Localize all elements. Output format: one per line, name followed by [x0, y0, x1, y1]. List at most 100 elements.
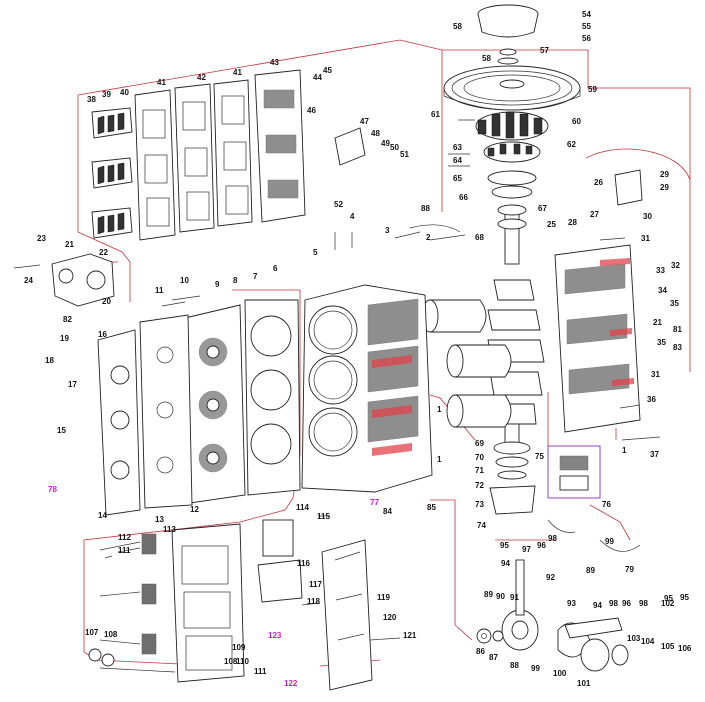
part-callout: 9: [215, 280, 220, 289]
part-callout: 103: [627, 634, 641, 643]
power-pack: [257, 519, 303, 603]
part-callout: 105: [661, 642, 675, 651]
part-callout: 72: [475, 481, 484, 490]
washers: [88, 628, 504, 667]
part-callout: 95: [500, 541, 509, 550]
thermostat-housing: [51, 253, 115, 307]
throttle-lever: [564, 617, 629, 666]
part-callout: 43: [270, 58, 279, 67]
part-callout: 60: [572, 117, 581, 126]
part-callout: 39: [102, 90, 111, 99]
crankcase: [554, 244, 641, 433]
part-callout: 41: [233, 68, 242, 77]
part-callout: 59: [588, 85, 597, 94]
part-callout: 106: [678, 644, 692, 653]
electrical-cover: [321, 539, 373, 691]
part-callout: 66: [459, 193, 468, 202]
part-callout: 5: [313, 248, 318, 257]
part-callout: 79: [625, 565, 634, 574]
bypass-cover: [614, 169, 643, 206]
bolts: [13, 119, 661, 641]
part-callout: 118: [307, 597, 320, 606]
reed-valve-assemblies: [91, 107, 133, 239]
part-callout: 82: [63, 315, 72, 324]
part-callout: 37: [650, 450, 659, 459]
part-callout: 38: [87, 95, 96, 104]
part-callout: 94: [593, 601, 602, 610]
part-callout: 91: [510, 593, 519, 602]
part-callout: 97: [522, 545, 531, 554]
part-callout: 114: [296, 503, 309, 512]
part-callout: 50: [390, 143, 399, 152]
part-callout: 123: [268, 631, 282, 640]
part-callout: 48: [371, 129, 380, 138]
part-callout: 63: [453, 143, 462, 152]
part-callout: 56: [582, 34, 591, 43]
part-callout: 3: [385, 226, 390, 235]
part-callout: 10: [180, 276, 189, 285]
part-callout: 90: [496, 592, 505, 601]
part-callout: 27: [590, 210, 599, 219]
part-callout: 35: [670, 299, 679, 308]
pistons: [421, 299, 512, 428]
part-callout: 107: [85, 628, 99, 637]
part-callout: 94: [501, 559, 510, 568]
part-callout: 17: [68, 380, 77, 389]
part-callout: 1: [437, 405, 442, 414]
part-callout: 31: [651, 370, 660, 379]
head-gasket: [244, 299, 301, 496]
part-callout: 108: [224, 657, 238, 666]
part-callout: 89: [586, 566, 595, 575]
part-callout: 95: [680, 593, 689, 602]
part-callout: 57: [540, 46, 549, 55]
part-callout: 98: [548, 534, 557, 543]
part-callout: 15: [57, 426, 66, 435]
head-cover: [97, 329, 141, 516]
part-callout: 1: [622, 446, 627, 455]
part-callout: 11: [155, 286, 164, 295]
part-callout: 113: [163, 525, 176, 534]
part-callout: 62: [567, 140, 576, 149]
part-callout: 7: [253, 272, 258, 281]
part-callout: 65: [453, 174, 462, 183]
part-callout: 84: [383, 507, 392, 516]
part-callout: 20: [102, 297, 111, 306]
head-cover-gasket: [139, 314, 193, 509]
intake-gaskets: [134, 79, 253, 241]
part-callout: 116: [297, 559, 310, 568]
part-callout: 111: [118, 546, 131, 555]
part-callout: 51: [400, 150, 409, 159]
part-callout: 89: [484, 590, 493, 599]
part-callout: 75: [535, 452, 544, 461]
part-callout: 34: [658, 286, 667, 295]
part-callout: 104: [641, 637, 655, 646]
part-callout: 108: [104, 630, 118, 639]
part-callout: 115: [317, 512, 330, 521]
part-callout: 98: [609, 599, 618, 608]
part-callout: 23: [37, 234, 46, 243]
part-callout: 88: [421, 204, 430, 213]
part-callout: 58: [482, 54, 491, 63]
part-callout: 14: [98, 511, 107, 520]
part-callout: 58: [453, 22, 462, 31]
part-callout: 49: [381, 139, 390, 148]
part-callout: 24: [24, 276, 33, 285]
stator: [475, 111, 549, 199]
part-callout: 78: [48, 485, 57, 494]
part-callout: 96: [537, 541, 546, 550]
part-callout: 13: [155, 515, 164, 524]
part-callout: 69: [475, 439, 484, 448]
part-callout: 16: [98, 330, 107, 339]
part-callout: 95: [664, 594, 673, 603]
part-callout: 29: [660, 183, 669, 192]
part-callout: 12: [190, 505, 199, 514]
part-callout: 77: [370, 498, 379, 507]
part-callout: 121: [403, 631, 417, 640]
part-callout: 93: [567, 599, 576, 608]
part-callout: 64: [453, 156, 462, 165]
part-callout: 25: [547, 220, 556, 229]
part-callout: 99: [531, 664, 540, 673]
flywheel-hub-cup: [477, 4, 539, 65]
part-callout: 40: [120, 88, 129, 97]
